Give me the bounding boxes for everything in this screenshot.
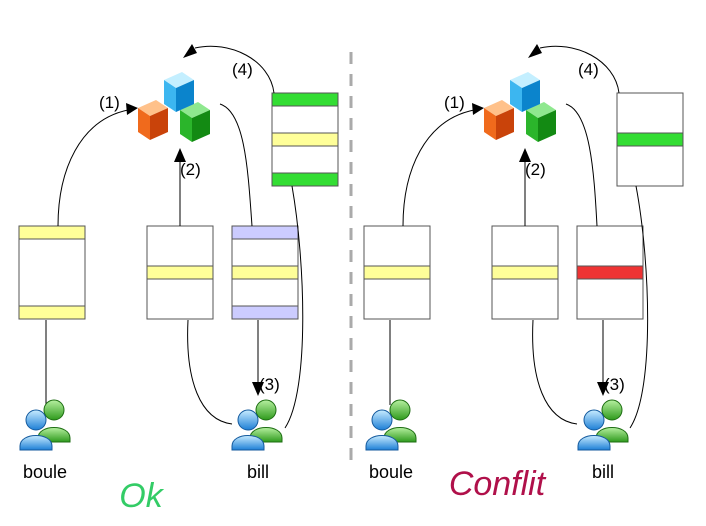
users-icon [19, 399, 71, 451]
step-2-label: (2) [525, 160, 546, 179]
user-bill-label: bill [247, 462, 269, 482]
step-3-label: (3) [604, 375, 625, 394]
repository-document [616, 92, 684, 187]
users-icon [231, 399, 283, 451]
arrow-1 [472, 103, 484, 115]
users-icon [577, 399, 629, 451]
bill-document [576, 225, 644, 320]
scenario-ok: (1) (2) (3) (4) boule bill Ok [18, 44, 339, 515]
user-boule-label: boule [369, 462, 413, 482]
user-bill-label: bill [592, 462, 614, 482]
arrow-4 [183, 44, 197, 58]
repository-document [271, 92, 339, 187]
step-4-label: (4) [232, 60, 253, 79]
step-4-label: (4) [578, 60, 599, 79]
scenario-caption: Conflit [449, 465, 547, 503]
arrow-3 [597, 382, 609, 396]
step-2-label: (2) [180, 160, 201, 179]
repository-cubes-icon [484, 72, 556, 142]
repository-cubes-icon [138, 72, 210, 142]
user-boule-label: boule [23, 462, 67, 482]
arrow-2 [519, 148, 531, 162]
boule-document [18, 225, 86, 320]
arrow-3 [252, 382, 264, 396]
bill-document [231, 225, 299, 320]
arrow-2 [174, 148, 186, 162]
arrow-4 [528, 44, 542, 58]
arrow-1 [126, 103, 138, 115]
scenario-conflict: (1) (2) (3) (4) boule bill Conflit [363, 44, 684, 503]
step-1-label: (1) [99, 93, 120, 112]
users-icon [365, 399, 417, 451]
base-document [491, 225, 559, 320]
step-3-label: (3) [259, 375, 280, 394]
scenario-caption: Ok [119, 477, 164, 515]
base-document [146, 225, 214, 320]
step-1-label: (1) [444, 93, 465, 112]
boule-document [363, 225, 431, 320]
